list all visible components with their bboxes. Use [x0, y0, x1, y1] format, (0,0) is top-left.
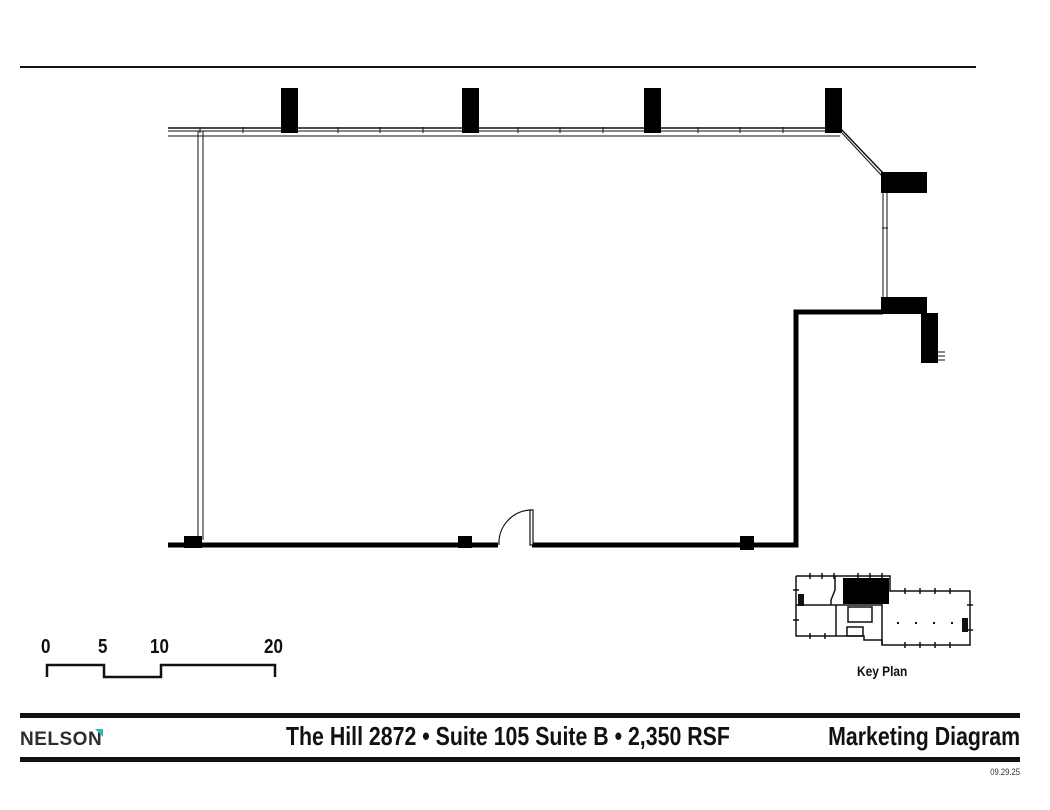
entry-door: [498, 509, 534, 546]
document-title: The Hill 2872 • Suite 105 Suite B • 2,35…: [286, 721, 730, 751]
scale-tick-5: 5: [98, 636, 108, 658]
west-glass-wall: [197, 131, 204, 540]
south-columns: [184, 536, 754, 550]
scale-tick-20: 20: [264, 636, 283, 658]
key-plan-ticks: [793, 573, 973, 648]
key-plan-dots: [798, 594, 968, 632]
scale-bar: [45, 663, 277, 679]
north-curtain-wall: [168, 127, 840, 137]
footer-bottom-rule: [20, 757, 1020, 762]
diagonal-wall: [839, 127, 885, 178]
east-columns: [881, 172, 938, 363]
footer-top-rule: [20, 713, 1020, 718]
east-glass-wall: [882, 193, 888, 297]
logo-accent-letter: N: [87, 729, 103, 750]
stair-marks: [938, 351, 945, 361]
key-plan-label: Key Plan: [857, 663, 908, 679]
top-columns: [281, 88, 842, 133]
scale-tick-0: 0: [41, 636, 51, 658]
logo-text: NELSO: [20, 729, 88, 750]
nelson-logo: NELSON: [20, 729, 102, 751]
top-rule: [20, 66, 976, 68]
document-type: Marketing Diagram: [828, 721, 1020, 751]
key-plan-highlight: [843, 578, 889, 604]
suite-walls: [168, 309, 883, 548]
document-date: 09.29.25: [990, 767, 1020, 777]
scale-tick-10: 10: [150, 636, 169, 658]
